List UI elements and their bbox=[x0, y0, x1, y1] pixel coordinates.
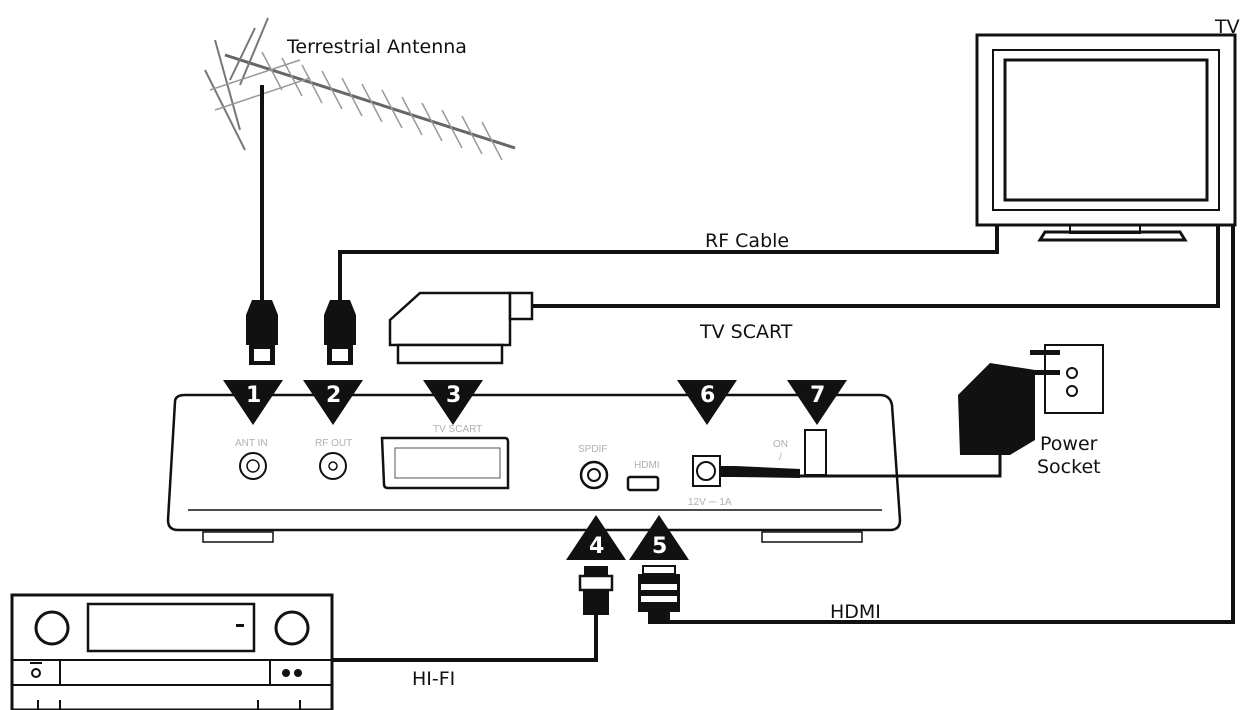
scart-plug bbox=[388, 291, 534, 365]
hifi-amplifier bbox=[10, 593, 334, 710]
receiver-box bbox=[166, 393, 902, 543]
ant-in-port-label: ANT IN bbox=[235, 438, 268, 449]
marker-5: 5 bbox=[629, 515, 689, 560]
spdif-plug bbox=[578, 566, 614, 615]
power-socket-label-1: Power bbox=[1040, 433, 1098, 455]
cables bbox=[260, 85, 1235, 662]
ant-in-port-core bbox=[246, 459, 260, 473]
hdmi-port bbox=[626, 475, 660, 492]
marker-7: 7 bbox=[787, 380, 847, 425]
antenna-plug bbox=[246, 300, 278, 365]
spdif-port-core bbox=[587, 468, 601, 482]
terrestrial-antenna bbox=[204, 17, 516, 161]
rf-out-port bbox=[319, 452, 347, 480]
hifi-cable bbox=[333, 615, 598, 662]
svg-text:3: 3 bbox=[446, 383, 461, 408]
on-switch-mark: / bbox=[779, 452, 782, 463]
spdif-port bbox=[579, 460, 609, 490]
svg-text:1: 1 bbox=[246, 383, 261, 408]
power-switch bbox=[804, 429, 827, 476]
tv bbox=[975, 33, 1237, 242]
ant-in-port bbox=[239, 452, 267, 480]
dc-plug-body bbox=[735, 466, 800, 478]
power-socket-label-2: Socket bbox=[1037, 456, 1101, 478]
svg-text:7: 7 bbox=[810, 383, 825, 408]
svg-text:5: 5 bbox=[652, 534, 667, 559]
power-socket bbox=[1044, 344, 1104, 414]
tv-scart-label: TV SCART bbox=[699, 321, 793, 343]
hdmi-cable-label: HDMI bbox=[830, 601, 881, 623]
tv-scart-port-label: TV SCART bbox=[433, 424, 482, 435]
scart-cable bbox=[533, 225, 1220, 308]
spdif-port-label: SPDIF bbox=[578, 444, 607, 455]
rf-out-port-label: RF OUT bbox=[315, 438, 352, 449]
svg-text:2: 2 bbox=[326, 383, 341, 408]
marker-3: 3 bbox=[423, 380, 483, 425]
rf-out-port-core bbox=[328, 461, 338, 471]
tv-label: TV bbox=[1214, 16, 1240, 38]
tv-scart-port bbox=[380, 436, 510, 490]
marker-1: 1 bbox=[223, 380, 283, 425]
hdmi-plug bbox=[638, 565, 680, 624]
hdmi-port-label: HDMI bbox=[634, 460, 660, 471]
rf-cable bbox=[338, 225, 999, 305]
dc-power-port-core bbox=[696, 461, 716, 481]
tv-scart-port-inner bbox=[394, 447, 501, 479]
power-cable bbox=[800, 450, 1002, 478]
on-switch-label: ON bbox=[773, 439, 788, 450]
marker-2: 2 bbox=[303, 380, 363, 425]
hifi-front-controls bbox=[30, 662, 302, 678]
marker-4: 4 bbox=[566, 515, 626, 560]
rf-out-plug bbox=[324, 300, 356, 365]
hdmi-cable bbox=[660, 225, 1235, 624]
rf-cable-label: RF Cable bbox=[705, 230, 789, 252]
dc-plug bbox=[720, 466, 735, 477]
svg-text:6: 6 bbox=[700, 383, 715, 408]
terrestrial-antenna-label: Terrestrial Antenna bbox=[286, 36, 467, 58]
hifi-label: HI-FI bbox=[412, 668, 455, 690]
marker-6: 6 bbox=[677, 380, 737, 425]
power-rating-label: 12V ⎓ 1A bbox=[688, 497, 732, 508]
svg-text:4: 4 bbox=[589, 534, 604, 559]
